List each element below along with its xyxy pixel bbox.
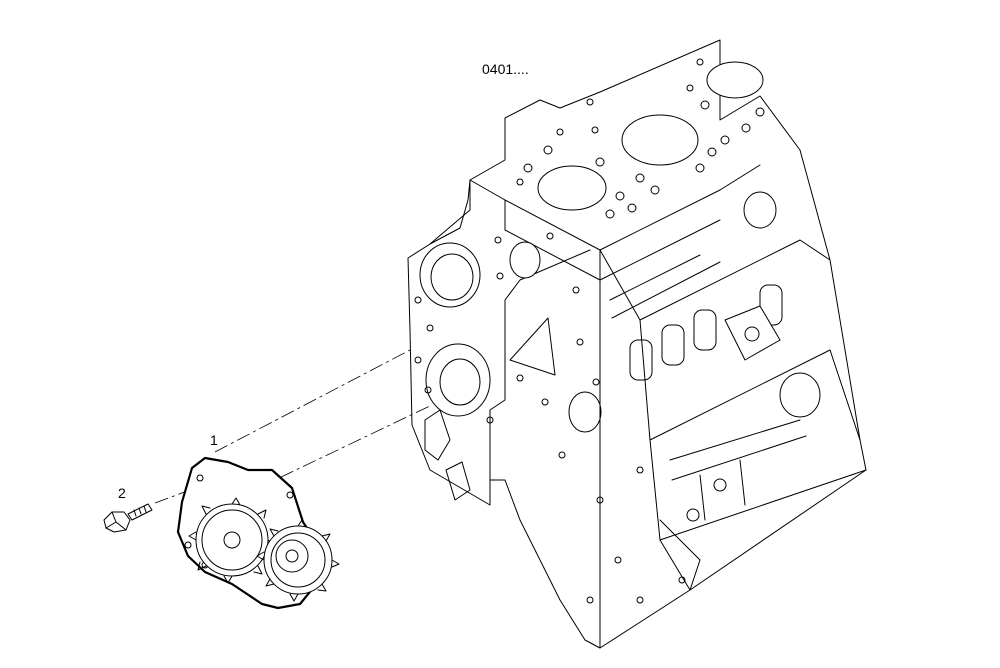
bolt-head — [103, 511, 131, 533]
oil-pump-assembly — [176, 456, 340, 610]
side-pad — [724, 305, 781, 361]
deck-holes — [516, 58, 765, 219]
front-face-holes — [414, 232, 644, 604]
cylinder-bore-1 — [537, 165, 607, 211]
pump-driven-gear — [256, 519, 340, 602]
callout-bolt: 2 — [118, 485, 126, 501]
front-bore-upper — [419, 242, 481, 308]
crankcase-webs — [629, 284, 783, 381]
callout-oil-pump: 1 — [210, 432, 218, 448]
front-bore-middle — [509, 241, 541, 279]
assembly-reference-label: 0401.... — [482, 61, 529, 77]
front-bore-lower — [568, 391, 602, 433]
bolt — [103, 503, 153, 533]
pump-drive-gear — [188, 497, 276, 584]
cylinder-bore-3 — [706, 61, 764, 99]
cylinder-bore-2 — [621, 114, 699, 166]
engine-block — [407, 39, 867, 649]
